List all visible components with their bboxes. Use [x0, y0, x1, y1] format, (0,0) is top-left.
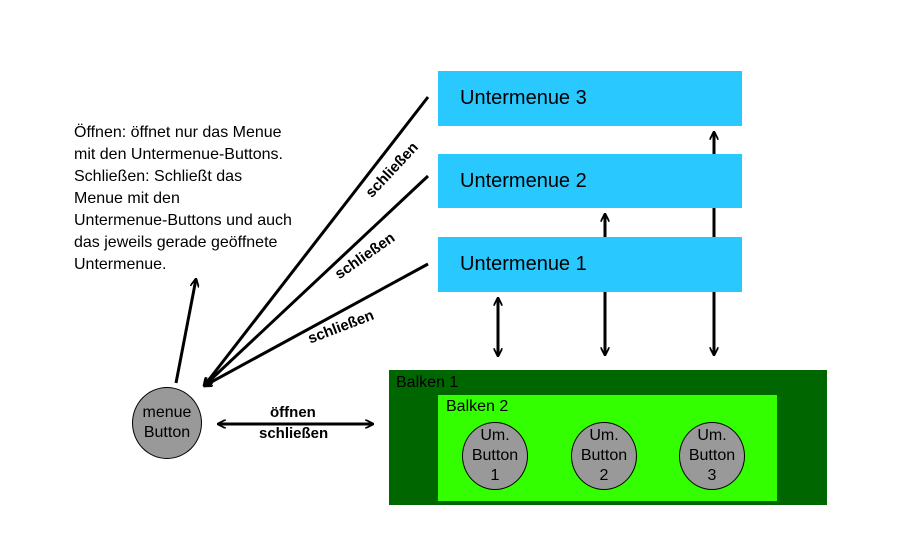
menue-button[interactable]: menue Button [132, 387, 202, 459]
um-button-3-line2: Button [688, 447, 736, 464]
note-line: Untermenue. [74, 256, 167, 273]
um-button-1-line1: Um. [480, 427, 510, 444]
balken-2-label: Balken 2 [446, 398, 509, 415]
balken-1-label: Balken 1 [396, 374, 459, 391]
menue-button-line1: menue [142, 404, 192, 421]
arrow-to-note [174, 279, 196, 384]
um-button-1[interactable]: Um. Button 1 [462, 422, 528, 490]
untermenue-3-label: Untermenue 3 [460, 87, 587, 109]
untermenue-3[interactable]: Untermenue 3 [438, 71, 742, 126]
menue-button-line2: Button [143, 424, 191, 441]
close-arrow-untermenue-3 [204, 96, 430, 386]
untermenue-1[interactable]: Untermenue 1 [438, 237, 742, 292]
note-line: Schließen: Schließt das [74, 168, 243, 185]
untermenue-2-label: Untermenue 2 [460, 169, 587, 192]
note-line: mit den Untermenue-Buttons. [74, 146, 283, 163]
um-button-3-line1: Um. [697, 427, 727, 444]
note-line: Untermenue-Buttons und auch [74, 212, 292, 229]
close-label: schließen [259, 425, 329, 442]
close-arrow-untermenue-1 [204, 262, 429, 386]
um-button-1-line2: Button [471, 447, 519, 464]
open-label: öffnen [270, 404, 316, 421]
note-line: Öffnen: öffnet nur das Menue [74, 124, 282, 141]
um-button-3[interactable]: Um. Button 3 [679, 422, 745, 490]
um-button-2-line3: 2 [599, 467, 609, 484]
um-button-1-line3: 1 [490, 467, 500, 484]
um-button-3-line3: 3 [707, 467, 717, 484]
note-line: das jeweils gerade geöffnete [74, 234, 278, 251]
um-button-2-line2: Button [580, 447, 628, 464]
um-button-2-line1: Um. [589, 427, 619, 444]
close-arrow-untermenue-2 [204, 174, 430, 386]
untermenue-1-label: Untermenue 1 [460, 253, 587, 275]
um-button-2[interactable]: Um. Button 2 [571, 422, 637, 490]
note-line: Menue mit den [74, 190, 180, 207]
untermenue-2[interactable]: Untermenue 2 [438, 154, 742, 208]
explanation-note: Öffnen: öffnet nur das Menue mit den Unt… [74, 122, 334, 276]
